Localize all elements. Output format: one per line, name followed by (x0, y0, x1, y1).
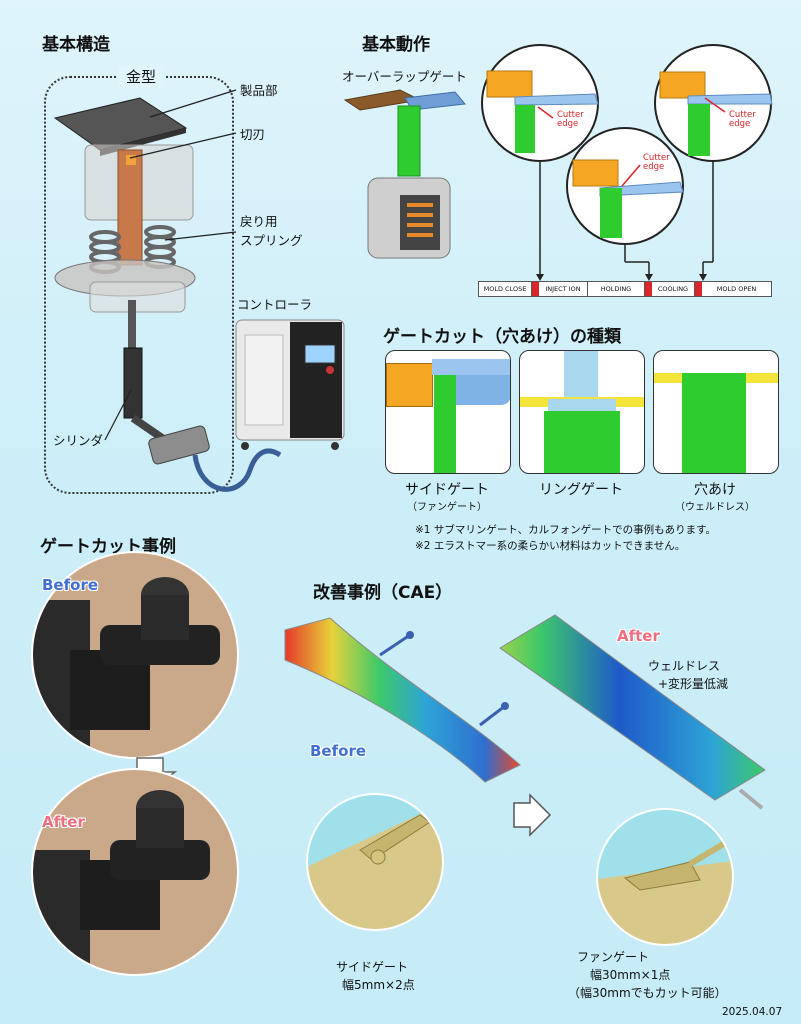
structure-title: 基本構造 (42, 35, 110, 55)
cae-before-label: Before (310, 742, 367, 760)
cae-title: 改善事例（CAE） (313, 583, 453, 603)
gate-type-ring-name: リングゲート (539, 482, 623, 498)
cylinder-fitting (148, 425, 210, 465)
cae-after-note-2: +変形量低減 (658, 677, 729, 691)
cutter-edge-label-1: Cutter edge (557, 110, 584, 129)
operation-title: 基本動作 (362, 35, 430, 55)
side-gate-title: サイドゲート (336, 960, 409, 974)
example-before-label: Before (42, 576, 99, 594)
fan-gate-zoom (597, 809, 733, 945)
timeline-injection: INJECT ION (539, 282, 588, 296)
cae-after-note-1: ウェルドレス (648, 659, 721, 673)
side-gate-spec: 幅5mm×2点 (342, 978, 415, 992)
fan-gate-note: （幅30mmでもカット可能） (568, 986, 727, 1000)
process-timeline: MOLD CLOSE INJECT ION HOLDING COOLING MO… (478, 281, 772, 297)
side-gate-zoom (307, 794, 443, 930)
gate-type-side (385, 350, 511, 474)
timeline-mold-open: MOLD OPEN (716, 285, 757, 293)
overlap-gate-label: オーバーラップゲート (342, 69, 467, 84)
controller-label: コントローラ (237, 297, 313, 312)
timeline-cut-marker-2 (645, 282, 652, 296)
cutter-edge-label-3: Cutter edge (729, 110, 756, 129)
timeline-mold-close: MOLD CLOSE (479, 282, 532, 296)
cae-after-label: After (617, 627, 660, 645)
timeline-cooling: COOLING (652, 282, 695, 296)
timeline-holding: HOLDING (588, 282, 645, 296)
gate-type-side-sub: （ファンゲート） (407, 502, 487, 513)
mold-label: 金型 (118, 66, 165, 87)
timeline-cut-marker-1 (532, 282, 539, 296)
note-1: ※1 サブマリンゲート、カルフォンゲートでの事例もあります。 (415, 524, 717, 536)
overlap-gate-stem (397, 105, 421, 177)
cae-before-part (284, 617, 521, 783)
product-label: 製品部 (240, 83, 278, 98)
after-photo (32, 769, 238, 975)
gate-type-side-name: サイドゲート (405, 482, 489, 498)
cutter-blade (117, 149, 143, 266)
date-stamp: 2025.04.07 (722, 1006, 783, 1018)
fan-gate-spec: 幅30mm×1点 (590, 968, 671, 982)
cae-arrow (513, 793, 552, 837)
gate-type-hole-sub: （ウェルドレス） (675, 502, 755, 513)
example-after-label: After (42, 813, 85, 831)
types-title: ゲートカット（穴あけ）の種類 (383, 327, 621, 347)
cae-after-part (499, 614, 766, 801)
gate-type-ring (519, 350, 645, 474)
cylinder-label: シリンダ (53, 433, 104, 448)
gate-type-hole (653, 350, 779, 474)
cutter-edge-label-2: Cutter edge (643, 153, 670, 172)
cutter-label: 切刃 (240, 127, 266, 142)
note-2: ※2 エラストマー系の柔らかい材料はカットできません。 (415, 540, 686, 552)
timeline-cut-marker-3 (695, 282, 702, 296)
gate-type-hole-name: 穴あけ (694, 482, 736, 498)
cylinder-rod (128, 300, 136, 350)
spring-label: 戻り用 スプリング (240, 214, 303, 248)
fan-gate-title: ファンゲート (577, 950, 650, 964)
hose (192, 448, 282, 492)
